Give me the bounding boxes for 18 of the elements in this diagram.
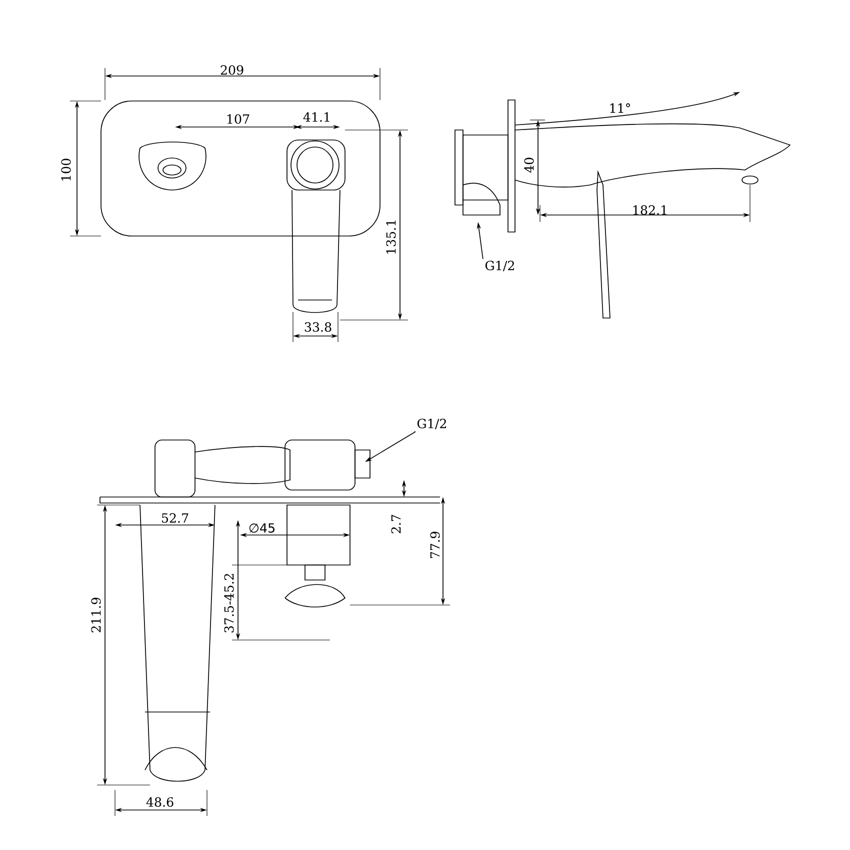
dimension-label: 11° <box>610 103 630 113</box>
dimension-label: 40 <box>524 158 534 173</box>
dimension-label: 77.9 <box>430 532 440 558</box>
dimension-label: 2.7 <box>391 514 401 534</box>
dimension-label: 182.1 <box>633 205 666 215</box>
thread-label: G1/2 <box>417 418 446 430</box>
dimension-label: ∅45 <box>249 523 274 533</box>
thread-label: G1/2 <box>485 260 514 272</box>
dimension-label: 41.1 <box>303 112 330 122</box>
dimension-label: 211.9 <box>91 598 101 632</box>
dimension-label: 107 <box>227 114 250 124</box>
dimension-label: 37.5-45.2 <box>224 574 234 632</box>
dimension-label: 52.7 <box>162 513 188 523</box>
dimension-label: 48.6 <box>146 797 174 807</box>
dimension-label: 100 <box>61 158 71 181</box>
dimension-label: 135.1 <box>386 220 396 254</box>
dimension-label: 33.8 <box>304 322 332 332</box>
dimension-label: 209 <box>220 65 244 75</box>
